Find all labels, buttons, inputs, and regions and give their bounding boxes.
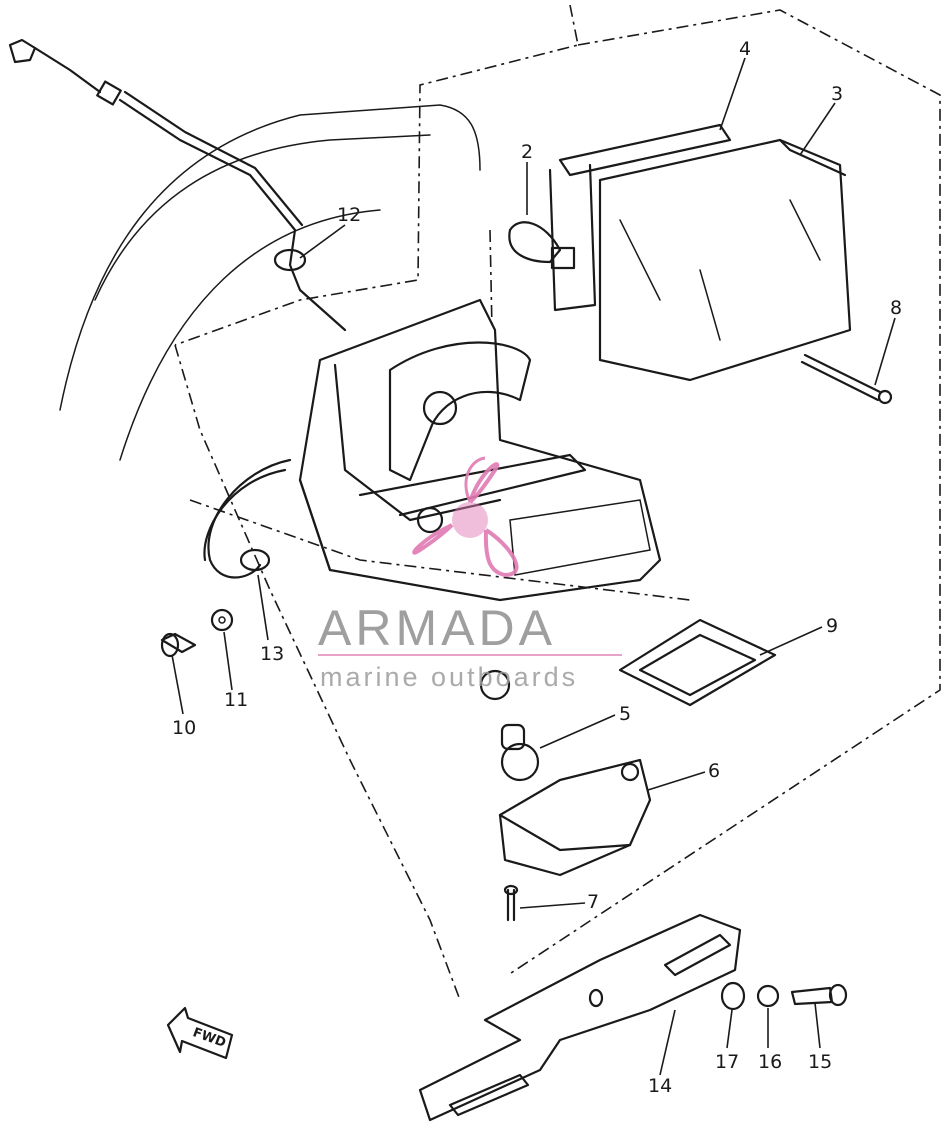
long-screw [800, 353, 893, 405]
watermark-title: ARMADA [318, 600, 556, 656]
bracket-fasteners [720, 981, 848, 1011]
license-bracket [418, 913, 742, 1122]
gasket [618, 618, 777, 707]
screw-and-washer [160, 608, 234, 658]
callout-5: 5 [619, 703, 631, 725]
dashed-assembly-outline [174, 4, 941, 1001]
callout-9: 9 [826, 615, 838, 637]
bulb [508, 221, 576, 270]
callout-6: 6 [708, 760, 720, 782]
callout-16: 16 [758, 1051, 782, 1073]
callout-2: 2 [521, 141, 533, 163]
callout-8: 8 [890, 297, 902, 319]
callout-15: 15 [808, 1051, 832, 1073]
watermark-subtitle: marine outboards [320, 662, 578, 692]
callout-14: 14 [648, 1075, 672, 1097]
rear-fender-outline [59, 104, 481, 461]
callout-3: 3 [831, 83, 843, 105]
callout-4: 4 [739, 38, 751, 60]
tail-lamp-lens [548, 123, 852, 382]
callout-17: 17 [715, 1051, 739, 1073]
callout-10: 10 [172, 717, 196, 739]
callout-7: 7 [587, 891, 599, 913]
callout-leaders [171, 57, 896, 1076]
armada-logo-icon [412, 456, 519, 578]
callout-11: 11 [224, 689, 248, 711]
license-lamp-housing [498, 758, 652, 877]
callout-12: 12 [337, 204, 361, 226]
fwd-arrow: FWD [166, 1006, 234, 1060]
callout-13: 13 [260, 643, 284, 665]
wire-harness [8, 38, 347, 332]
grommet-cable [203, 458, 292, 579]
license-bulb [479, 669, 540, 782]
tail-light-base [298, 298, 662, 602]
small-screw [503, 884, 519, 922]
